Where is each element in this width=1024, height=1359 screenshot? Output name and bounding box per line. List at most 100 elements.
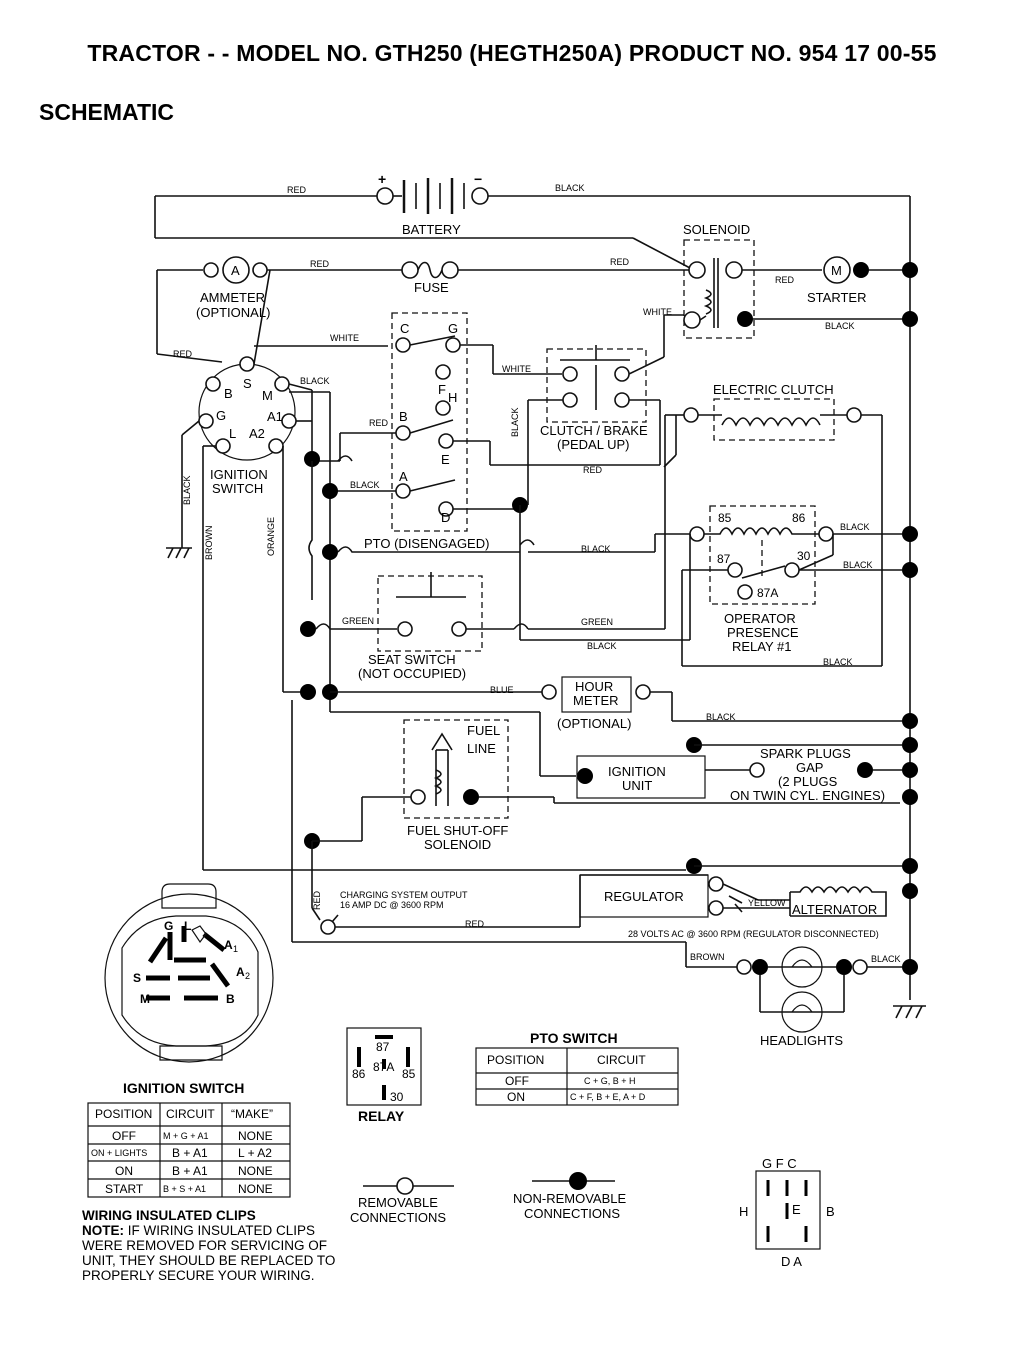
starter-solenoid: SOLENOID WHITE RED BLACK: [643, 222, 910, 357]
pto-table-cell: C + G, B + H: [584, 1076, 636, 1086]
conn-label-a1: A: [224, 938, 233, 952]
wire-label-red: RED: [173, 349, 193, 359]
terminal-b: B: [224, 386, 233, 401]
ground-bus: [893, 262, 926, 1019]
starter-motor: M STARTER: [807, 256, 910, 305]
wiring-clips-note: WIRING INSULATED CLIPS NOTE: IF WIRING I…: [82, 1208, 342, 1283]
terminal-l: L: [229, 426, 236, 441]
wire-label-red: RED: [312, 890, 322, 910]
battery-minus-label: −: [474, 171, 482, 187]
clutch-brake-switch: CLUTCH / BRAKE (PEDAL UP) WHITE BLACK RE…: [502, 345, 665, 505]
wire-label-yellow: YELLOW: [748, 898, 786, 908]
note-label: NOTE:: [82, 1223, 124, 1238]
page-header: TRACTOR - - MODEL NO. GTH250 (HEGTH250A)…: [0, 0, 1024, 140]
pto-terminal-c: C: [400, 321, 409, 336]
pto-terminal-b: B: [399, 409, 408, 424]
headlights: HEADLIGHTS BROWN BLACK: [690, 946, 902, 1048]
battery-plus-label: +: [378, 171, 386, 187]
relay-pin-87: 87: [717, 552, 731, 566]
hour-meter: HOUR METER (OPTIONAL) BLUE BLACK: [329, 676, 902, 777]
wire-label-red: RED: [310, 259, 330, 269]
wire-label-black: BLACK: [706, 712, 736, 722]
relay-pin-87a: 87A: [757, 586, 778, 600]
alternator-note: 28 VOLTS AC @ 3600 RPM (REGULATOR DISCON…: [628, 929, 879, 939]
hour-meter-label-2: METER: [573, 693, 619, 708]
fuel-solenoid-label: FUEL SHUT-OFF: [407, 823, 508, 838]
conn-label-g: G: [164, 919, 173, 933]
note-body-wrapper: NOTE: IF WIRING INSULATED CLIPS WERE REM…: [82, 1223, 342, 1283]
legend-removable: REMOVABLE: [358, 1195, 438, 1210]
starter-label: STARTER: [807, 290, 866, 305]
wire-label-brown: BROWN: [204, 526, 214, 561]
conn-label-l: L: [184, 919, 191, 933]
charging-note: CHARGING SYSTEM OUTPUT: [340, 890, 468, 900]
wire-label-black: BLACK: [182, 475, 192, 505]
wire-label-red: RED: [775, 275, 795, 285]
fuse: FUSE RED RED: [267, 257, 690, 295]
pto-label: PTO (DISENGAGED): [364, 536, 489, 551]
pto-switch: C G F H B E A D PTO (DISENGAGED) RED BLA…: [312, 312, 660, 551]
junction-dots: [300, 451, 702, 874]
ign-table-cell: ON: [115, 1164, 133, 1178]
clutch-brake-label: CLUTCH / BRAKE: [540, 423, 648, 438]
pto-terminal-f: F: [438, 382, 446, 397]
relay-diagram-caption: RELAY: [358, 1108, 405, 1124]
ammeter-optional-label: (OPTIONAL): [196, 305, 270, 320]
wire-label-black: BLACK: [350, 480, 380, 490]
terminal-a1: A1: [267, 409, 283, 424]
ign-table-cell: START: [105, 1182, 144, 1196]
fuel-solenoid: FUEL LINE FUEL SHUT-OFF SOLENOID: [312, 719, 900, 852]
wire-label-black: BLACK: [823, 657, 853, 667]
relay-diagram-pin-87: 87: [376, 1040, 390, 1054]
ign-table-cell: NONE: [238, 1129, 273, 1143]
operator-presence-relay: 85 86 87 30 87A OPERATOR PRESENCE RELAY …: [528, 505, 902, 667]
conn-label-a2-sub: 2: [245, 971, 250, 981]
ign-table-cell: L + A2: [238, 1146, 272, 1160]
relay-label: OPERATOR: [724, 611, 796, 626]
wire-label-black: BLACK: [825, 321, 855, 331]
pto-terminal-g: G: [448, 321, 458, 336]
battery: + − BATTERY RED BLACK: [154, 171, 911, 1000]
wire-label-black: BLACK: [581, 544, 611, 554]
wire-label-black: BLACK: [843, 560, 873, 570]
conn-label-a1-sub: 1: [233, 944, 238, 954]
ignition-switch-label-2: SWITCH: [212, 481, 263, 496]
pto-table-title: PTO SWITCH: [530, 1030, 618, 1046]
note-title: WIRING INSULATED CLIPS: [82, 1208, 256, 1223]
ignition-switch-label: IGNITION: [210, 467, 268, 482]
wire-label-white: WHITE: [502, 364, 531, 374]
fuel-line-label: FUEL: [467, 723, 500, 738]
spark-plugs-note: ON TWIN CYL. ENGINES): [730, 788, 885, 803]
wire-label-red: RED: [583, 465, 603, 475]
wire-label-red: RED: [610, 257, 630, 267]
wire-label-blue: BLUE: [490, 685, 514, 695]
wire-label-red: RED: [465, 919, 485, 929]
seat-switch-label: SEAT SWITCH: [368, 652, 456, 667]
ign-table-header: POSITION: [95, 1107, 152, 1121]
fuel-solenoid-label-2: SOLENOID: [424, 837, 491, 852]
ign-table-cell: OFF: [112, 1129, 136, 1143]
electric-clutch: ELECTRIC CLUTCH: [663, 382, 883, 667]
ign-table-cell: NONE: [238, 1164, 273, 1178]
ammeter-symbol: A: [231, 263, 240, 278]
terminal-m: M: [262, 388, 273, 403]
relay-diagram-pin-30: 30: [390, 1090, 404, 1104]
fuel-line-label-2: LINE: [467, 741, 496, 756]
starter-symbol: M: [831, 263, 842, 278]
pto-table-cell: OFF: [505, 1074, 529, 1088]
ignition-switch: B S M G A1 L A2 IGNITION SWITCH BLACK BL…: [166, 269, 686, 871]
wire-label-black: BLACK: [300, 376, 330, 386]
wire-label-black: BLACK: [555, 183, 585, 193]
pto-table-header: CIRCUIT: [597, 1053, 646, 1067]
pto-conn-center: E: [792, 1202, 801, 1217]
ign-table-cell: B + S + A1: [163, 1184, 206, 1194]
legend: REMOVABLE CONNECTIONS NON-REMOVABLE CONN…: [350, 1172, 626, 1225]
relay-label-2: PRESENCE: [727, 625, 799, 640]
pto-table-cell: ON: [507, 1090, 525, 1104]
conn-label-b: B: [226, 992, 235, 1006]
solenoid-label: SOLENOID: [683, 222, 750, 237]
pto-terminal-h: H: [448, 390, 457, 405]
legend-nonremovable-2: CONNECTIONS: [524, 1206, 620, 1221]
terminal-a2: A2: [249, 426, 265, 441]
pto-table-cell: C + F, B + E, A + D: [570, 1092, 646, 1102]
